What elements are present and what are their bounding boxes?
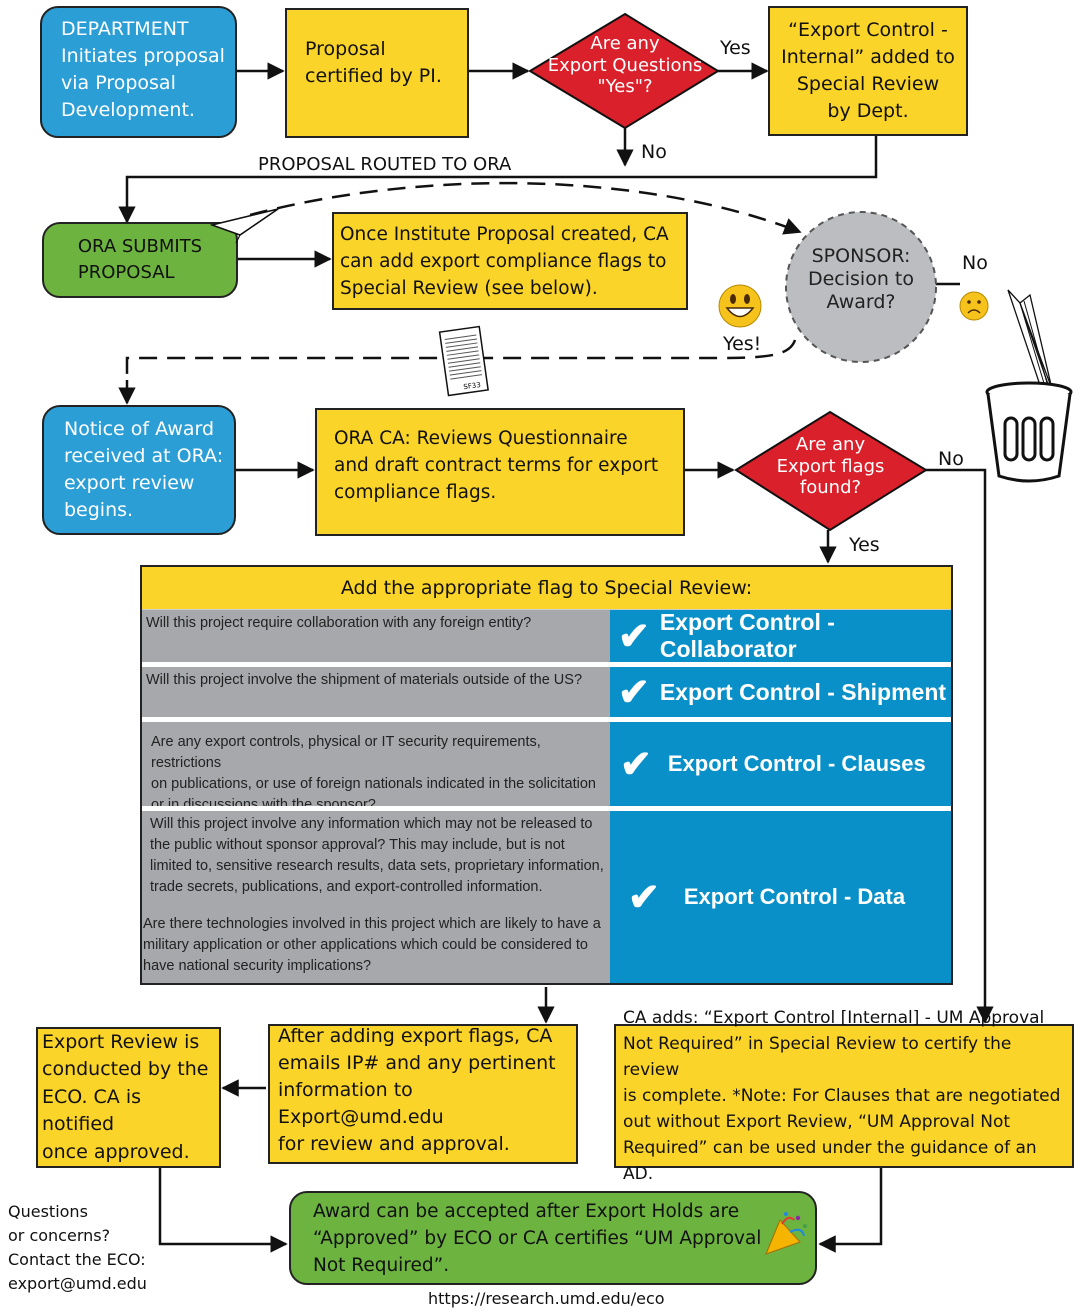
- special-review-flag-table: Add the appropriate flag to Special Revi…: [140, 565, 953, 985]
- sf33-label: SF33: [463, 381, 481, 391]
- ca-adds-box: CA adds: “Export Control [Internal] - UM…: [614, 1008, 1074, 1184]
- smiley-icon: [718, 284, 762, 328]
- table-row: Are any export controls, physical or IT …: [142, 722, 951, 813]
- question-data: Will this project involve any informatio…: [142, 811, 610, 906]
- check-icon: ✔: [618, 671, 650, 714]
- sf33-document-icon: SF33: [438, 325, 489, 397]
- department-initiates-box: DEPARTMENT Initiates proposal via Propos…: [40, 6, 237, 138]
- proposal-certified-text: Proposal certified by PI.: [305, 38, 442, 87]
- flag-data: ✔ Export Control - Data: [610, 811, 951, 983]
- question-military: Are there technologies involved in this …: [142, 906, 610, 983]
- no-label-flags: No: [938, 448, 964, 470]
- institute-proposal-text: Once Institute Proposal created, CA can …: [340, 223, 669, 299]
- table-row: Will this project require collaboration …: [142, 609, 951, 662]
- check-icon: ✔: [620, 743, 652, 786]
- yes-label-sponsor: Yes!: [723, 333, 762, 355]
- flag-collaborator-label: Export Control - Collaborator: [659, 609, 835, 662]
- after-adding-text: After adding export flags, CA emails IP#…: [278, 1024, 556, 1155]
- award-accepted-text: Award can be accepted after Export Holds…: [313, 1200, 762, 1276]
- yes-label-questions: Yes: [720, 37, 751, 59]
- internal-added-text: “Export Control - Internal” added to Spe…: [781, 19, 955, 122]
- flag-clauses-label: Export Control - Clauses: [667, 751, 926, 776]
- export-review-box: Export Review is conducted by the ECO. C…: [36, 1027, 221, 1168]
- question-shipment: Will this project involve the shipment o…: [142, 667, 610, 717]
- internal-added-box: “Export Control - Internal” added to Spe…: [768, 6, 968, 136]
- table-header: Add the appropriate flag to Special Revi…: [142, 567, 951, 610]
- routed-to-ora-label: PROPOSAL ROUTED TO ORA: [258, 154, 512, 175]
- export-review-text: Export Review is conducted by the ECO. C…: [42, 1030, 209, 1163]
- no-label-questions: No: [641, 141, 667, 163]
- trash-can-icon: [985, 381, 1073, 483]
- proposal-certified-box: Proposal certified by PI.: [285, 8, 469, 138]
- export-flags-text: Are any Export flags found?: [776, 434, 885, 499]
- ora-submits-box: ORA SUBMITS PROPOSAL: [42, 222, 238, 298]
- after-adding-box: After adding export flags, CA emails IP#…: [268, 1024, 578, 1164]
- award-accepted-box: Award can be accepted after Export Holds…: [289, 1191, 817, 1285]
- ora-ca-reviews-box: ORA CA: Reviews Questionnaire and draft …: [315, 408, 685, 536]
- flag-shipment: ✔ Export Control - Shipment: [610, 667, 951, 717]
- yes-label-flags: Yes: [849, 534, 880, 556]
- check-icon: ✔: [618, 615, 650, 658]
- flag-data-label: Export Control - Data: [683, 884, 906, 909]
- paper-plane-icon: [210, 208, 279, 244]
- no-label-sponsor: No: [962, 252, 988, 274]
- footer-url-link[interactable]: https://research.umd.edu/eco: [428, 1289, 665, 1308]
- department-initiates-text: DEPARTMENT Initiates proposal via Propos…: [61, 18, 225, 121]
- flag-collaborator: ✔ Export Control - Collaborator: [610, 609, 951, 662]
- table-row: Will this project involve any informatio…: [142, 811, 951, 983]
- check-icon: ✔: [628, 876, 660, 919]
- question-clauses: Are any export controls, physical or IT …: [142, 722, 610, 813]
- flag-shipment-label: Export Control - Shipment: [659, 678, 947, 705]
- frown-icon: [959, 291, 989, 321]
- ca-adds-text: CA adds: “Export Control [Internal] - UM…: [623, 1008, 1061, 1184]
- flag-clauses: ✔ Export Control - Clauses: [610, 722, 951, 806]
- notice-of-award-box: Notice of Award received at ORA: export …: [42, 405, 236, 535]
- table-row: Will this project involve the shipment o…: [142, 667, 951, 717]
- notice-of-award-text: Notice of Award received at ORA: export …: [64, 418, 224, 521]
- ora-ca-reviews-text: ORA CA: Reviews Questionnaire and draft …: [334, 427, 659, 503]
- crashing-plane-icon: [1007, 289, 1053, 392]
- party-popper-icon: [765, 1212, 807, 1255]
- institute-proposal-box: Once Institute Proposal created, CA can …: [332, 212, 688, 310]
- question-collaborator: Will this project require collaboration …: [142, 610, 610, 662]
- export-questions-text: Are any Export Questions "Yes"?: [547, 33, 703, 98]
- sponsor-decision-text: SPONSOR: Decision to Award?: [807, 245, 914, 313]
- questions-contact-text: Questions or concerns? Contact the ECO: …: [8, 1202, 147, 1293]
- ora-submits-text: ORA SUBMITS PROPOSAL: [77, 236, 203, 283]
